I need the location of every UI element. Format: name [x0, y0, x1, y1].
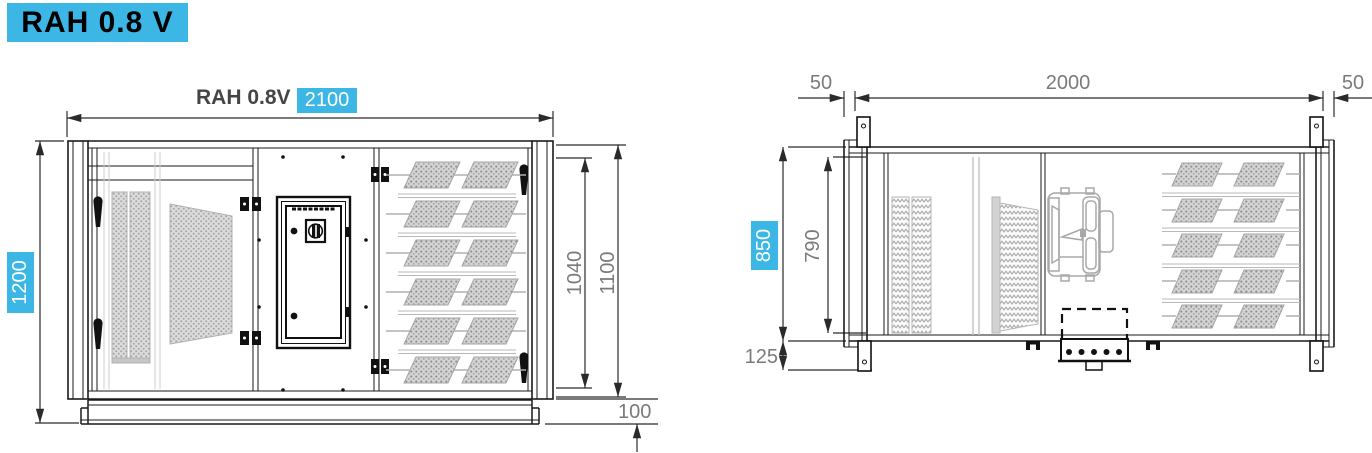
- front-perforated-panels: [386, 161, 526, 384]
- front-casing: [67, 140, 554, 400]
- rivet-dots: [257, 155, 368, 392]
- top-left-offset-dim: 50: [809, 72, 833, 94]
- top-drain-offset-dim: 125: [744, 346, 778, 368]
- terminal-box: [1058, 307, 1131, 371]
- top-view-drawing: [778, 91, 1372, 372]
- fan-assembly: [1047, 187, 1114, 282]
- front-view-drawing: [35, 111, 658, 452]
- perforated-plates: [1171, 162, 1285, 329]
- top-length-dim: 2000: [1045, 72, 1091, 94]
- panel-rails: [1162, 173, 1300, 317]
- hinge-icons: [240, 167, 389, 374]
- top-right-offset-dim: 50: [1341, 72, 1365, 94]
- front-view-label: RAH 0.8V: [196, 86, 291, 109]
- hinge-icon: [240, 197, 261, 211]
- top-inner-depth-dim: 790: [802, 229, 824, 263]
- top-depth-dim: 850: [751, 221, 778, 270]
- mounting-brackets: [856, 116, 1324, 372]
- front-width-dim: 2100: [297, 88, 357, 113]
- vent-slots: [292, 207, 335, 211]
- page-title: RAH 0.8 V: [7, 3, 188, 42]
- perforated-plates: [403, 161, 519, 384]
- front-base-frame: [80, 399, 540, 425]
- front-base-height-dim: 100: [618, 401, 652, 423]
- front-casing-height-dim: 1100: [597, 251, 619, 295]
- row-separators: [1162, 192, 1300, 304]
- hinge-icon: [371, 359, 389, 374]
- row-separators: [398, 193, 516, 355]
- control-box: [275, 195, 352, 350]
- panel-rails: [386, 174, 526, 371]
- front-filter-section: [103, 152, 233, 389]
- hinge-icon: [371, 167, 389, 182]
- floor-clips: [1026, 341, 1160, 350]
- front-dimension-lines: [35, 111, 658, 452]
- hinge-icon: [240, 331, 261, 345]
- top-perforated-panels: [1162, 162, 1300, 329]
- main-switch-icon: [304, 218, 327, 244]
- front-inner-height-dim: 1040: [564, 250, 586, 296]
- top-filter-section: [891, 196, 1039, 334]
- front-overall-height-dim: 1200: [7, 252, 34, 313]
- dashed-outline: [1060, 307, 1129, 343]
